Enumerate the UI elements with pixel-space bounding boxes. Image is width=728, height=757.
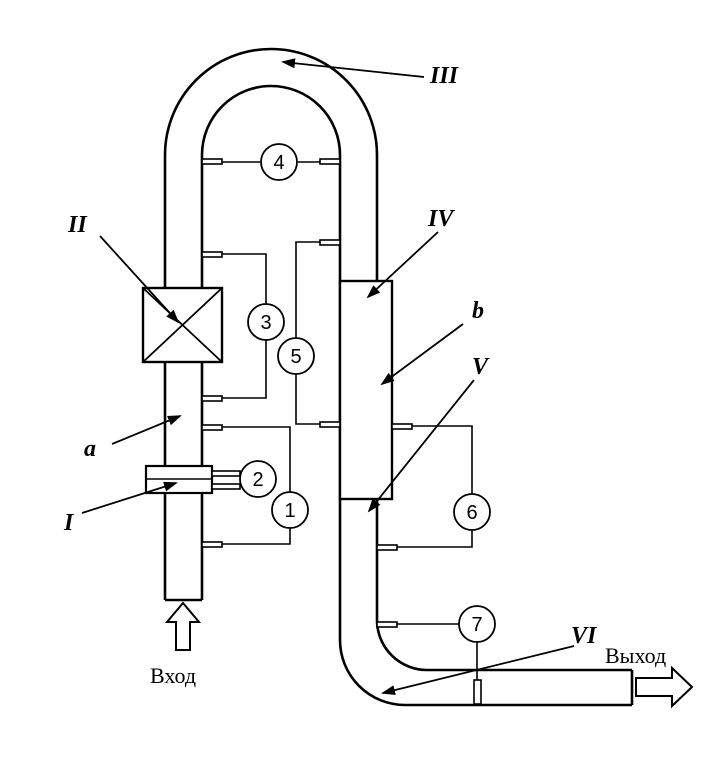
outlet-arrow bbox=[635, 665, 694, 709]
instrument-1-lines bbox=[201, 424, 291, 548]
instrument-7-lines bbox=[376, 621, 482, 705]
instrument-4-label: 4 bbox=[273, 152, 284, 174]
label-v: V bbox=[472, 354, 490, 380]
label-vi: VI bbox=[571, 623, 598, 649]
instrument-1-label: 1 bbox=[284, 500, 295, 522]
instrument-5: 5 bbox=[277, 337, 315, 375]
instrument-4: 4 bbox=[260, 143, 298, 181]
label-b: b bbox=[472, 298, 484, 324]
pipe-inner-wall bbox=[200, 84, 632, 707]
pointer-iii bbox=[281, 58, 425, 78]
pointer-i bbox=[81, 481, 178, 514]
label-a: a bbox=[84, 436, 96, 462]
instrument-6-lines bbox=[376, 423, 473, 551]
instrument-2-label: 2 bbox=[252, 469, 263, 491]
label-iv: IV bbox=[427, 206, 455, 232]
instrument-4-lines bbox=[201, 158, 341, 165]
outlet-label: Выход bbox=[605, 643, 666, 668]
element-ii-box bbox=[141, 286, 224, 364]
pointer-vi bbox=[381, 645, 575, 695]
instrument-6-label: 6 bbox=[466, 502, 477, 524]
instrument-1: 1 bbox=[271, 491, 309, 529]
label-ii: II bbox=[67, 212, 88, 238]
instrument-5-label: 5 bbox=[290, 346, 301, 368]
pipe-outer-wall bbox=[163, 47, 632, 672]
label-iii: III bbox=[429, 63, 460, 89]
instrument-7: 7 bbox=[458, 605, 496, 643]
inlet-arrow bbox=[164, 601, 202, 651]
instrument-5-lines bbox=[295, 239, 341, 428]
column-b bbox=[338, 279, 394, 501]
instrument-2-lines bbox=[211, 470, 241, 490]
instrument-3: 3 bbox=[247, 303, 285, 341]
loop-pipe bbox=[163, 47, 634, 707]
instrument-7-label: 7 bbox=[471, 614, 482, 636]
instrument-2: 2 bbox=[239, 460, 277, 498]
pointer-a bbox=[111, 415, 182, 445]
instrument-3-lines bbox=[201, 251, 267, 402]
instrument-6: 6 bbox=[453, 493, 491, 531]
pointer-iv bbox=[366, 231, 439, 299]
pointer-ii bbox=[99, 235, 180, 324]
instrument-3-label: 3 bbox=[260, 312, 271, 334]
pointer-b bbox=[380, 323, 464, 386]
label-i: I bbox=[63, 510, 75, 536]
inlet-label: Вход bbox=[150, 663, 196, 688]
pointer-v bbox=[367, 379, 475, 513]
